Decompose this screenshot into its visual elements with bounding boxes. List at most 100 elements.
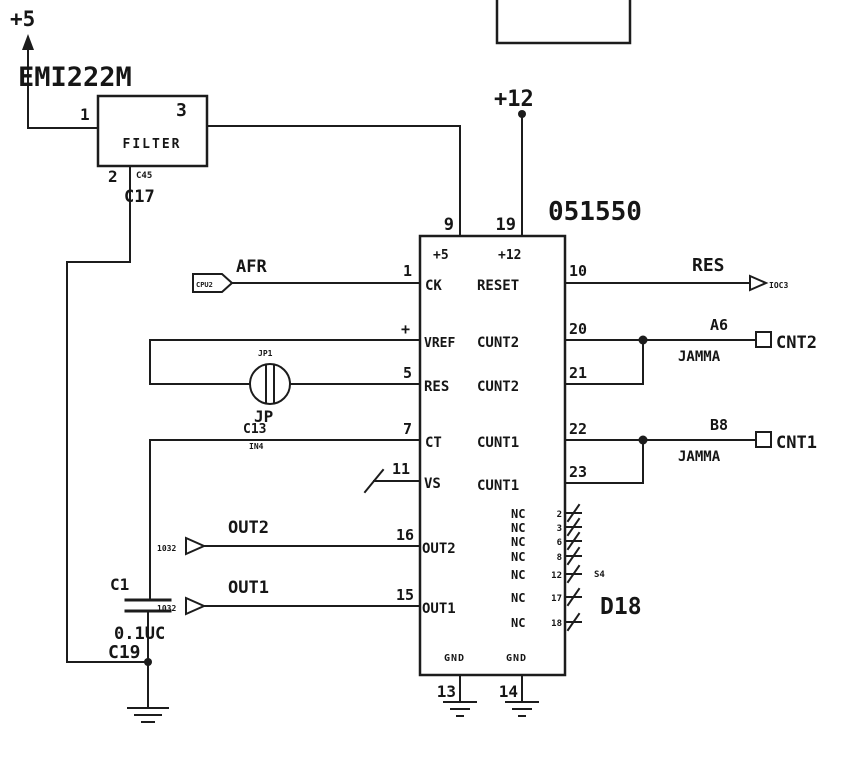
vs-noconnect-slash bbox=[363, 468, 385, 494]
jumper-ref-small: JP1 bbox=[258, 349, 273, 358]
nc-label: NC bbox=[511, 591, 525, 605]
pin16-name-out2: OUT2 bbox=[422, 541, 456, 557]
cnt1-connector-label: CNT1 bbox=[776, 433, 817, 453]
pin4-number: + bbox=[401, 320, 410, 338]
c1-ref-label: C1 bbox=[110, 575, 129, 594]
pin15-name-out1: OUT1 bbox=[422, 601, 456, 617]
ioc3-triangle-icon bbox=[749, 274, 769, 292]
pin13-number: 13 bbox=[437, 682, 456, 701]
jumper-jp bbox=[249, 363, 291, 405]
cnt1-square-connector bbox=[755, 431, 772, 448]
plus5-arrow-icon bbox=[22, 34, 34, 50]
emi-part-label: EMI222M bbox=[18, 62, 132, 93]
nc-label: NC bbox=[511, 550, 525, 564]
ic-051550-body bbox=[418, 234, 567, 677]
pin1-name-ck: CK bbox=[425, 278, 442, 294]
c45-ref-label: C45 bbox=[136, 171, 152, 181]
cpu2-connector-flag bbox=[192, 273, 234, 293]
pin1-number: 1 bbox=[403, 262, 412, 280]
pin4-name-vref: VREF bbox=[424, 336, 455, 351]
s4-ref-label: S4 bbox=[594, 570, 605, 580]
nc-pin-number: 12 bbox=[551, 571, 562, 581]
pin16-number: 16 bbox=[396, 526, 414, 544]
pin9-number: 9 bbox=[444, 215, 454, 235]
nc-label: NC bbox=[511, 507, 525, 521]
nc-stub bbox=[564, 531, 582, 551]
junction-dot-ground-node bbox=[144, 658, 152, 666]
cnt2-connector-label: CNT2 bbox=[776, 333, 817, 353]
nc-stub bbox=[564, 517, 582, 537]
pin11-number: 11 bbox=[392, 460, 410, 478]
pin22-number: 22 bbox=[569, 420, 587, 438]
nc-label: NC bbox=[511, 535, 525, 549]
pin14-number: 14 bbox=[499, 682, 518, 701]
cnt2-square-connector bbox=[755, 331, 772, 348]
nc-label: NC bbox=[511, 568, 525, 582]
net-b8-label: B8 bbox=[710, 416, 728, 434]
wire-plus5-feed bbox=[27, 39, 99, 129]
c17-ref-label: C17 bbox=[124, 187, 155, 207]
jamma-bottom-label: JAMMA bbox=[678, 449, 721, 465]
nc-pin-number: 3 bbox=[557, 524, 562, 534]
net-out2-label: OUT2 bbox=[228, 518, 269, 538]
gnd14-name: GND bbox=[506, 653, 527, 664]
io32-top-label: 1032 bbox=[157, 544, 176, 553]
nc-stub bbox=[564, 587, 582, 607]
pin7-number: 7 bbox=[403, 420, 412, 438]
nc-label: NC bbox=[511, 521, 525, 535]
net-res-label: RES bbox=[692, 255, 725, 276]
plus12-top-label: +12 bbox=[494, 87, 534, 112]
c13-note-label: IN4 bbox=[249, 442, 264, 451]
nc-pin-number: 2 bbox=[557, 510, 562, 520]
pin5-number: 5 bbox=[403, 364, 412, 382]
pin15-number: 15 bbox=[396, 586, 414, 604]
pin11-name-vs: VS bbox=[424, 476, 441, 492]
nc-stub bbox=[564, 503, 582, 523]
pin21-number: 21 bbox=[569, 364, 587, 382]
io32-bottom-triangle-icon bbox=[185, 596, 207, 616]
ic-plus5-label: +5 bbox=[433, 248, 449, 263]
nc-pin-number: 6 bbox=[557, 538, 562, 548]
pin7-name-ct: CT bbox=[425, 435, 442, 451]
pin20-number: 20 bbox=[569, 320, 587, 338]
net-afr-label: AFR bbox=[236, 257, 267, 277]
wires bbox=[27, 39, 757, 723]
plus5-top-label: +5 bbox=[10, 7, 35, 31]
pin22-name-cunt1: CUNT1 bbox=[477, 435, 519, 451]
junction-dot-cnt1 bbox=[638, 435, 648, 445]
net-a6-label: A6 bbox=[710, 316, 728, 334]
c13-ref-label: C13 bbox=[243, 422, 266, 437]
pin23-name-cunt1: CUNT1 bbox=[477, 478, 519, 494]
wire-filter-to-pin9 bbox=[206, 125, 461, 237]
ground-symbol-left bbox=[127, 707, 169, 723]
nc-pin-stubs bbox=[564, 503, 582, 632]
d18-ref-label: D18 bbox=[600, 594, 642, 620]
pin20-name-cunt2: CUNT2 bbox=[477, 335, 519, 351]
nc-stub bbox=[564, 546, 582, 566]
c1-value-label: 0.1UC bbox=[114, 624, 165, 644]
pin5-name-res: RES bbox=[424, 379, 449, 395]
junction-dot-cnt2 bbox=[638, 335, 648, 345]
cutoff-component-box bbox=[495, 0, 632, 45]
filter-box-label: FILTER bbox=[123, 137, 182, 152]
io32-top-triangle-icon bbox=[185, 536, 207, 556]
filter-pin1-number: 1 bbox=[80, 105, 90, 124]
ground-symbol-14 bbox=[505, 701, 539, 717]
filter-pin3-number: 3 bbox=[176, 100, 187, 121]
gnd13-name: GND bbox=[444, 653, 465, 664]
net-out1-label: OUT1 bbox=[228, 578, 269, 598]
cpu2-connector-label: CPU2 bbox=[196, 281, 213, 289]
wire-pin23-tie bbox=[564, 439, 644, 484]
filter-pin2-number: 2 bbox=[108, 167, 118, 186]
wire-filter-pin2-rail bbox=[66, 165, 149, 663]
jumper-circle bbox=[249, 363, 291, 405]
nc-pin-number: 8 bbox=[557, 553, 562, 563]
jumper-label: JP bbox=[254, 407, 273, 426]
ic-part-number: 051550 bbox=[548, 197, 642, 227]
nc-pin-number: 18 bbox=[551, 619, 562, 629]
nc-stub bbox=[564, 612, 582, 632]
wire-vref bbox=[149, 339, 421, 385]
nc-pin-number: 17 bbox=[551, 594, 562, 604]
ic-plus12-label: +12 bbox=[498, 248, 521, 263]
